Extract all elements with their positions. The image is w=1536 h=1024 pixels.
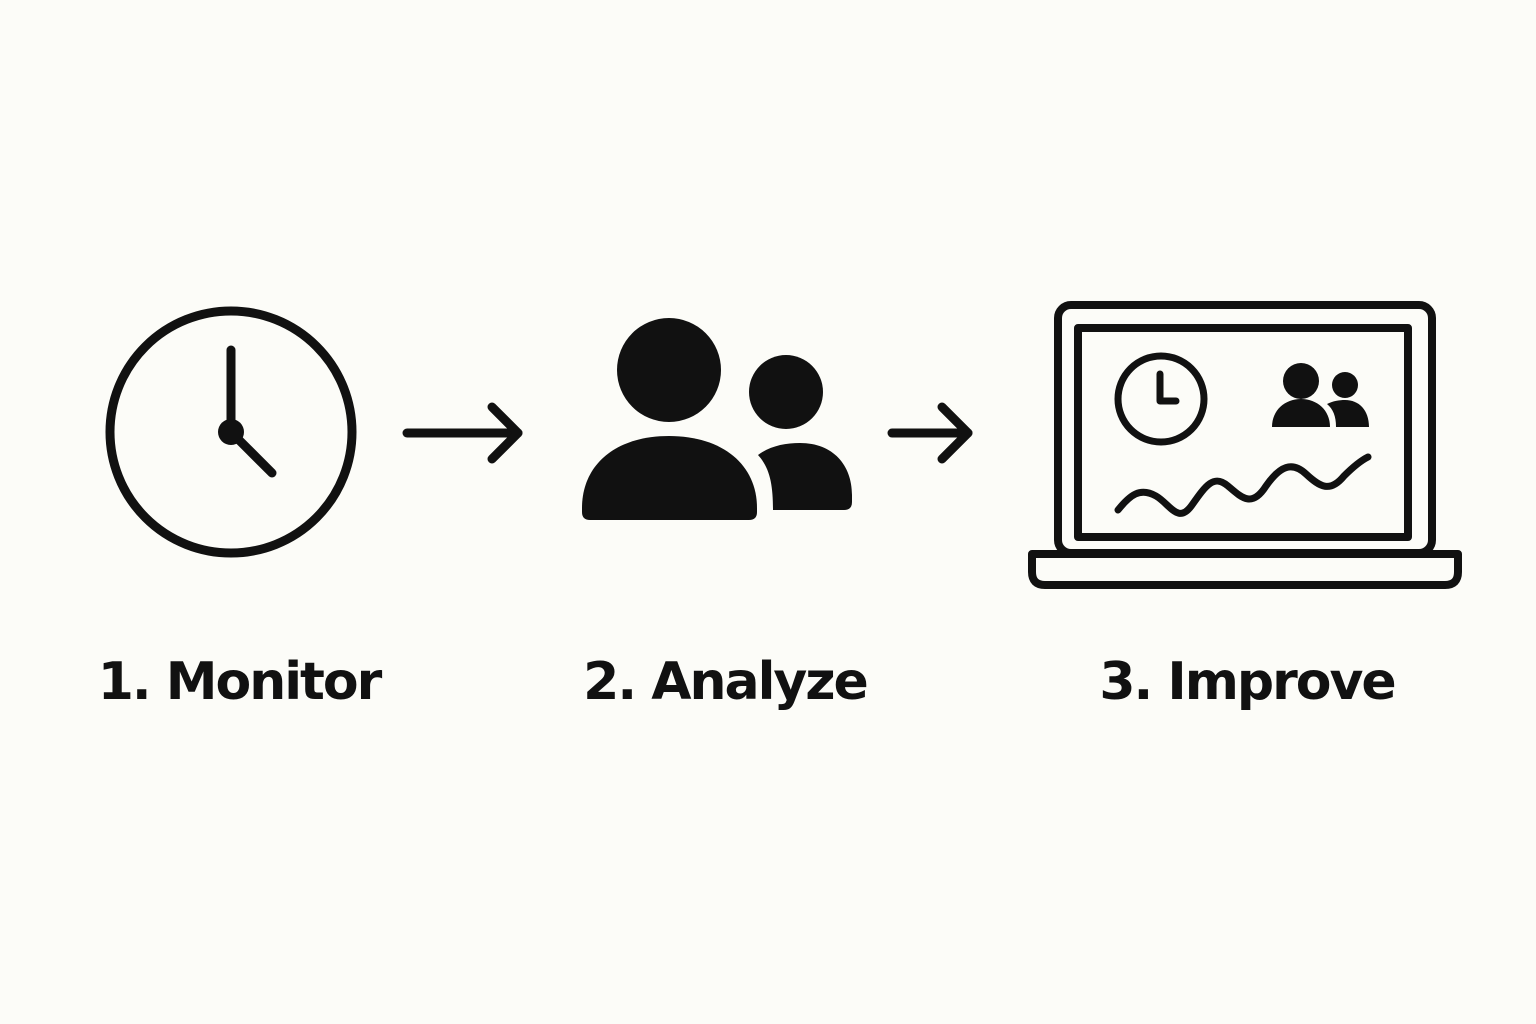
laptop-lid bbox=[1054, 301, 1436, 557]
user-secondary-body bbox=[758, 443, 852, 510]
clock-center bbox=[218, 419, 244, 445]
laptop-dashboard-icon bbox=[1028, 301, 1462, 589]
clock-icon bbox=[105, 306, 357, 558]
step-label-analyze: 2. Analyze bbox=[583, 652, 869, 712]
step-label-improve: 3. Improve bbox=[1099, 652, 1396, 712]
arrow-right-icon bbox=[402, 402, 523, 464]
laptop-base bbox=[1028, 550, 1462, 589]
clock-face bbox=[105, 306, 357, 558]
user-primary-head bbox=[617, 318, 721, 422]
user-primary-body bbox=[582, 436, 757, 520]
mini-users-icon bbox=[1272, 363, 1369, 427]
arrow-right-icon bbox=[887, 402, 973, 464]
trend-line bbox=[1114, 453, 1372, 517]
user-secondary-head bbox=[749, 355, 823, 429]
step-label-monitor: 1. Monitor bbox=[97, 652, 383, 712]
users-icon bbox=[582, 318, 852, 520]
laptop-screen bbox=[1074, 324, 1412, 541]
mini-clock-icon bbox=[1114, 352, 1208, 446]
